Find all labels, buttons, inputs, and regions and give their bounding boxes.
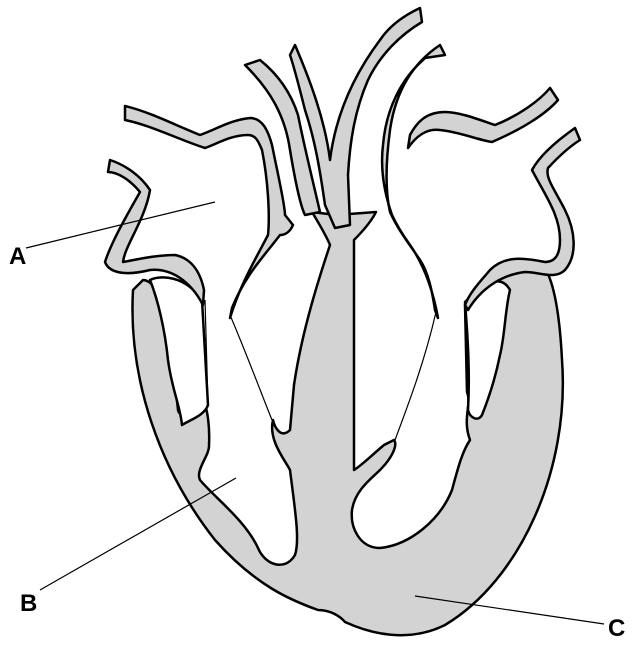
upper-right-vessel bbox=[408, 88, 558, 148]
label-a: A bbox=[9, 245, 26, 269]
left-valve-line bbox=[230, 315, 272, 420]
aorta-right bbox=[382, 45, 445, 318]
label-b-pointer bbox=[40, 478, 236, 590]
label-b: B bbox=[20, 592, 37, 616]
right-valve-line bbox=[395, 312, 436, 440]
label-c: C bbox=[608, 617, 625, 641]
